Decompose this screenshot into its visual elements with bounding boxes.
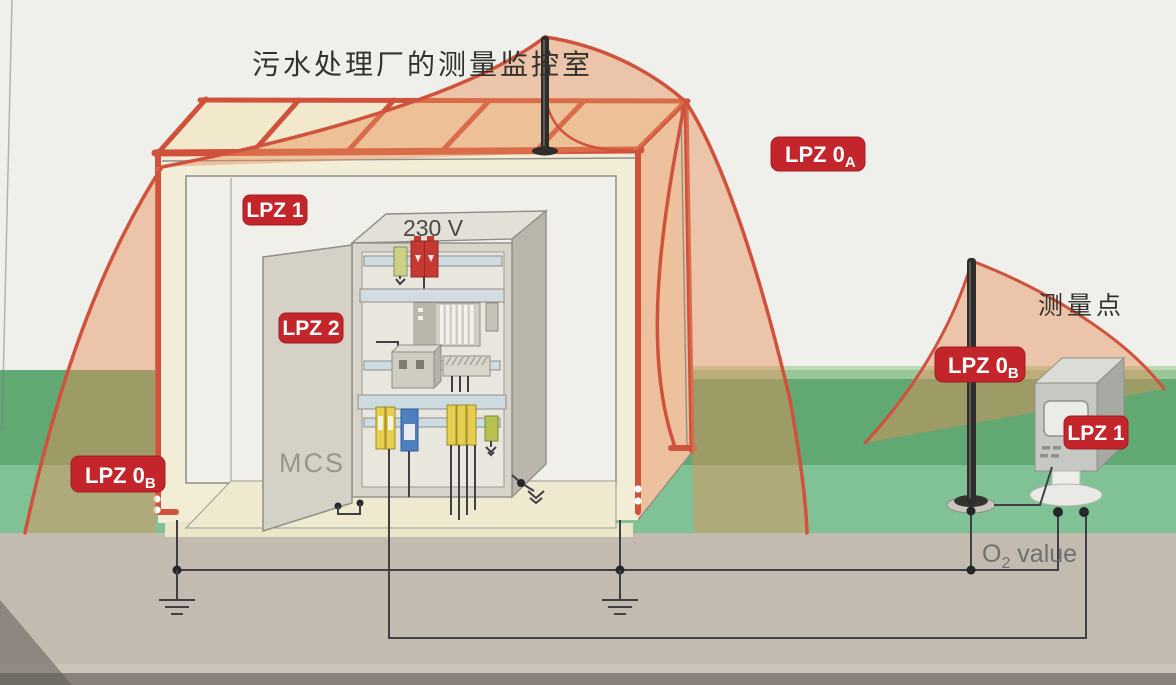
badge-lpz1-sensor: LPZ 1: [1063, 415, 1129, 450]
zone-sail: [162, 37, 686, 167]
earth-chevron-icon: [527, 490, 545, 500]
spd-yellow: [466, 404, 477, 446]
equipotential-line: [177, 512, 1059, 571]
earth-symbol: [159, 570, 195, 615]
control-cabinet: [350, 209, 548, 520]
badge-label: LPZ 1: [1067, 422, 1124, 445]
page-edge-dark: [0, 673, 1176, 685]
signal-wires: [450, 445, 476, 520]
spd-yellow: [446, 404, 457, 446]
earth-chevron-icon: [395, 278, 406, 286]
spd-green: [484, 415, 499, 442]
zone-left: [25, 167, 162, 533]
badge-label: LPZ 0A: [785, 142, 856, 171]
sensor-cable: [994, 466, 1053, 506]
building: MCS: [151, 96, 697, 537]
spd-yellow-green-top: [393, 246, 408, 277]
relay-window: [416, 360, 424, 369]
spd-label: [378, 416, 383, 430]
page-edge-light: [0, 664, 1176, 673]
bond-point: [517, 479, 525, 487]
cabinet-side: [511, 209, 547, 499]
spd-mark: [415, 255, 421, 262]
protection-zone-building: [23, 35, 809, 535]
spd-mark: [428, 255, 434, 262]
relay-top: [390, 344, 443, 353]
comb-pins: [451, 376, 469, 392]
right-wall-protection-curve: [655, 105, 686, 446]
spd-label: [404, 424, 415, 440]
earth-symbol: [602, 570, 638, 615]
badge-lpz2: LPZ 2: [278, 312, 344, 344]
badge-label: LPZ 0B: [85, 463, 156, 492]
badge-label: LPZ 1: [246, 199, 303, 222]
relay-side: [433, 343, 442, 390]
door-bond-strap: [337, 503, 361, 515]
right-wall-back-edge: [683, 100, 695, 455]
badge-lpz0b-right: LPZ 0B: [934, 346, 1026, 383]
isolation-point: [153, 495, 161, 503]
page-corner-shadow: [0, 600, 72, 685]
earth-chevron-icon: [487, 451, 495, 457]
zone-right: [686, 102, 807, 533]
pedestal-base: [1029, 483, 1103, 507]
badge-label: LPZ 2: [282, 317, 339, 340]
spd-label: [388, 416, 393, 430]
junction-dot: [966, 506, 976, 516]
earthing-network: [159, 449, 1089, 639]
isolation-point: [634, 497, 642, 505]
right-wall: [638, 103, 692, 520]
earth-chevron-icon: [485, 446, 497, 454]
isolation-point: [153, 506, 161, 514]
din-rail-3: [363, 417, 501, 428]
earth-chevron-icon: [529, 497, 543, 505]
relay-window: [399, 360, 407, 369]
spd-red-tab: [414, 236, 421, 242]
page-edge-line: [1, 0, 13, 431]
relay-front: [391, 351, 435, 389]
junction-dot: [1053, 507, 1063, 517]
badge-label: LPZ 0B: [948, 353, 1019, 382]
signal-line: [388, 449, 1087, 639]
right-wall-inner-edge: [680, 106, 688, 449]
spd-red-tab: [427, 236, 434, 242]
plc-led: [418, 316, 423, 320]
roof-protection-curve: [546, 106, 634, 152]
zone-boundary-left: [23, 35, 547, 535]
voltage-label: 230 V: [403, 215, 464, 241]
isolation-point: [634, 485, 642, 493]
o2-value-label: O2 value: [982, 540, 1077, 572]
badge-lpz0a: LPZ 0A: [770, 136, 866, 172]
plc-slats: [440, 305, 474, 344]
badge-lpz1-building: LPZ 1: [242, 194, 308, 226]
fascia-line: [161, 157, 636, 162]
zone-boundary-right: [543, 35, 809, 535]
shelf-1: [359, 288, 505, 303]
right-wall-bottom-edge: [637, 451, 693, 521]
plc-cpu: [414, 303, 436, 346]
transmitter-vents: [1040, 446, 1061, 458]
junction-dot: [966, 565, 976, 575]
figure-title: 污水处理厂的测量监控室: [252, 49, 593, 80]
cabinet-duct: [485, 302, 499, 332]
junction-dot: [1079, 507, 1089, 517]
roof-lightning-rod: [532, 36, 558, 156]
horizon-highlight: [640, 366, 1176, 379]
soil: [0, 533, 1176, 685]
zone-sensor-boundary-right: [970, 259, 1166, 391]
plc-led: [418, 308, 423, 312]
spd-yellow: [456, 404, 467, 446]
zone-sensor-boundary-left: [863, 259, 974, 445]
cabinet-door: [262, 244, 353, 533]
cabinet-label: MCS: [279, 448, 345, 478]
comb-hatch: [445, 356, 488, 366]
badge-lpz0b-left: LPZ 0B: [70, 455, 166, 493]
measuring-point-label: 测量点: [1038, 292, 1125, 320]
